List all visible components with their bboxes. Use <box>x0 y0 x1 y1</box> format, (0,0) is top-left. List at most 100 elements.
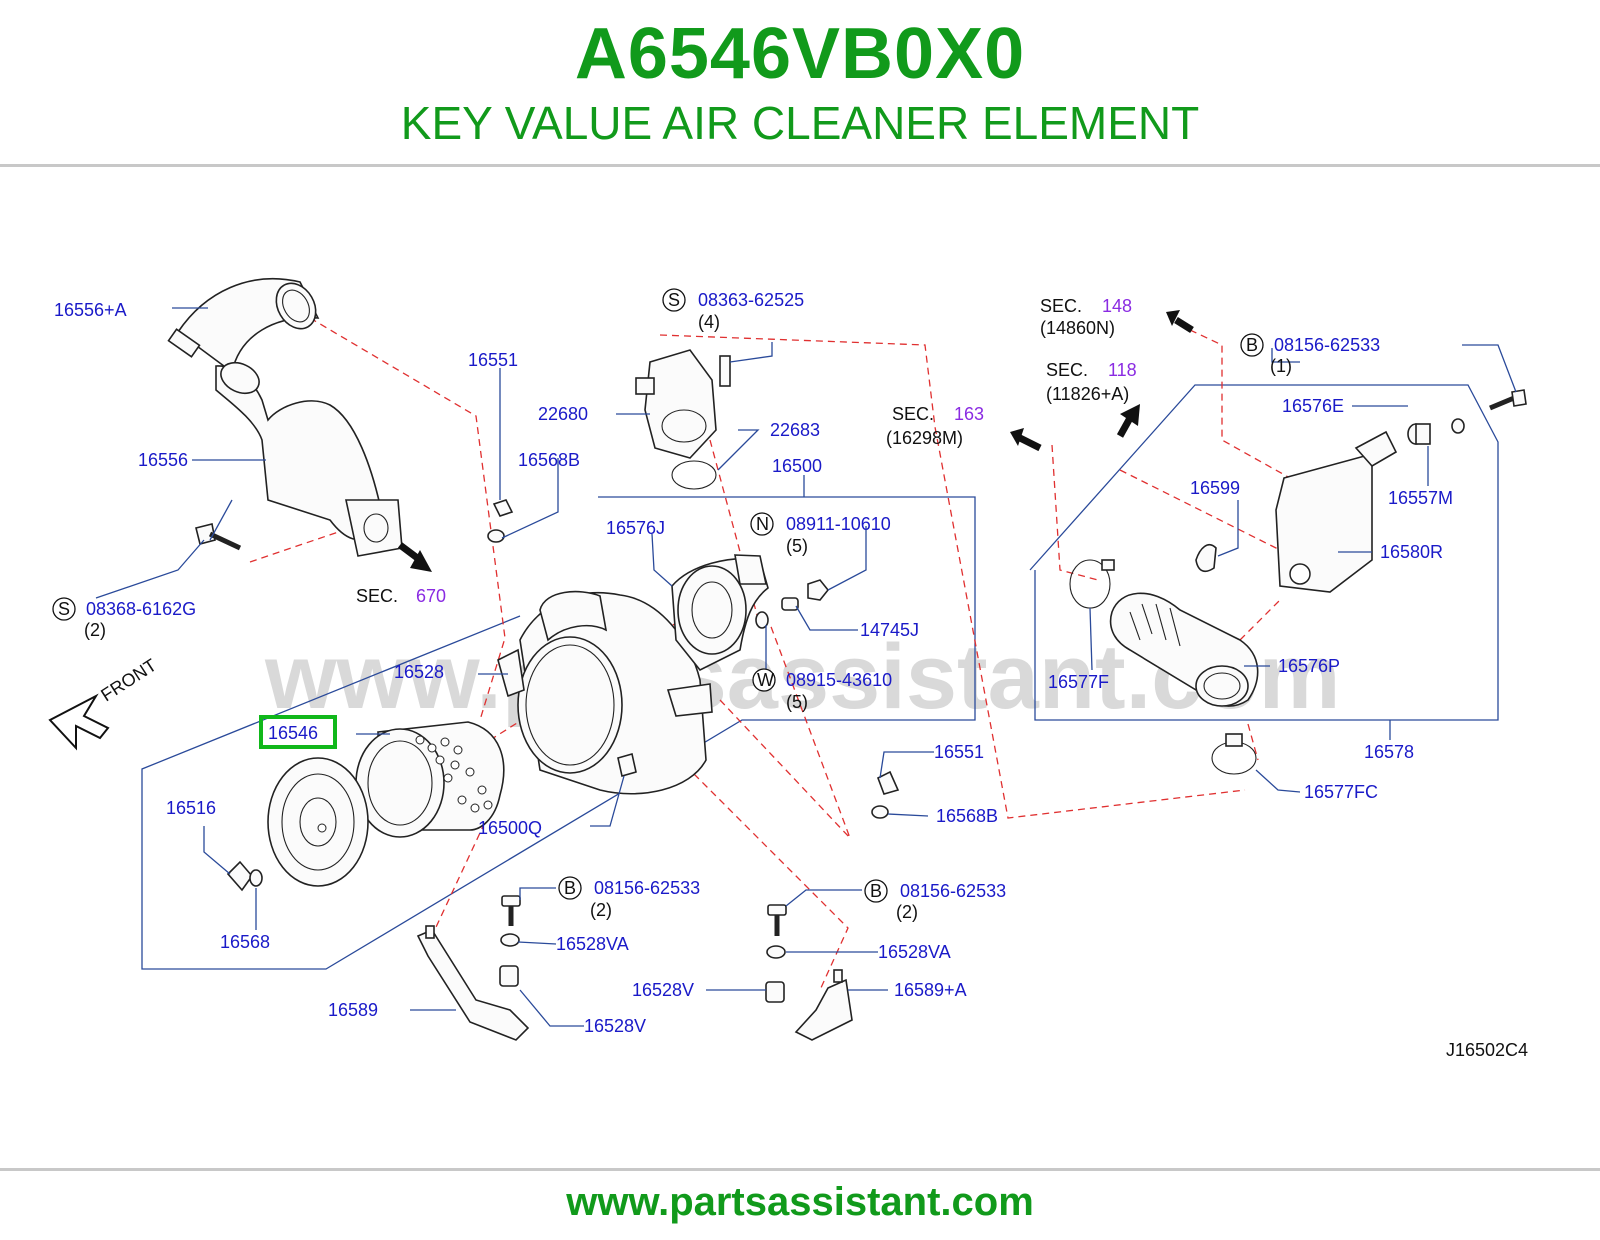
air-cleaner-cover-16516[interactable] <box>267 757 369 887</box>
label-16578[interactable]: 16578 <box>1364 742 1414 762</box>
label-16599[interactable]: 16599 <box>1190 478 1240 498</box>
label-16568[interactable]: 16568 <box>220 932 270 952</box>
fastener-symbol: S <box>668 290 680 310</box>
duct-16576j[interactable] <box>671 554 769 672</box>
fastener-b-08156-tr[interactable]: B 08156-62533 (1) <box>1240 333 1380 376</box>
label-16576p[interactable]: 16576P <box>1278 656 1340 676</box>
washer-16528va-l[interactable] <box>500 933 520 947</box>
fastener-b-08156-bl[interactable]: B 08156-62533 (2) <box>558 876 700 920</box>
header-divider <box>0 164 1600 167</box>
duct-16576p[interactable] <box>1109 592 1259 707</box>
fastener-s-08368[interactable]: S 08368-6162G (2) <box>52 597 196 640</box>
insulator-16528v-r[interactable] <box>765 981 785 1003</box>
fastener-qty: (4) <box>698 312 720 332</box>
label-16577fc[interactable]: 16577FC <box>1304 782 1378 802</box>
label-16551-bot[interactable]: 16551 <box>934 742 984 762</box>
clamp-16577f[interactable] <box>1069 559 1115 609</box>
sec-prefix: SEC. <box>356 586 398 606</box>
fastener-symbol: B <box>870 881 882 901</box>
section-ref-148[interactable]: SEC. 148 (14860N) <box>1040 296 1132 338</box>
label-16589[interactable]: 16589 <box>328 1000 378 1020</box>
label-16551-top[interactable]: 16551 <box>468 350 518 370</box>
label-16500q[interactable]: 16500Q <box>478 818 542 838</box>
fastener-symbol: B <box>1246 335 1258 355</box>
part-name-subtitle: KEY VALUE AIR CLEANER ELEMENT <box>400 97 1200 149</box>
section-ref-163[interactable]: SEC. 163 (16298M) <box>886 404 984 448</box>
section-ref-670[interactable]: SEC. 670 <box>356 586 446 606</box>
label-16500[interactable]: 16500 <box>772 456 822 476</box>
sec-number: 163 <box>954 404 984 424</box>
label-16556a[interactable]: 16556+A <box>54 300 127 320</box>
fastener-s-08363[interactable]: S 08363-62525 (4) <box>662 288 804 332</box>
front-arrow: FRONT <box>48 655 160 751</box>
label-14745j[interactable]: 14745J <box>860 620 919 640</box>
part-labels: 16556+A 16556 16551 16568B 22680 22683 1… <box>54 300 1453 1036</box>
diagram-area <box>0 262 1600 1070</box>
hose-16599[interactable] <box>1195 544 1217 573</box>
air-cleaner-housing-16528[interactable] <box>497 590 713 795</box>
footer-url[interactable]: www.partsassistant.com <box>566 1180 1034 1224</box>
grommet-14745j[interactable] <box>755 597 799 629</box>
label-16576e[interactable]: 16576E <box>1282 396 1344 416</box>
label-16528va-l[interactable]: 16528VA <box>556 934 629 954</box>
fastener-qty: (2) <box>590 900 612 920</box>
bolt-08156-bl[interactable] <box>501 895 521 926</box>
label-16528[interactable]: 16528 <box>394 662 444 682</box>
bolt-08156-br[interactable] <box>767 904 787 936</box>
label-16528va-r[interactable]: 16528VA <box>878 942 951 962</box>
fastener-qty: (2) <box>896 902 918 922</box>
bracket-16589[interactable] <box>416 925 530 1041</box>
bushing-16557m[interactable] <box>1407 418 1465 445</box>
intake-duct-16556[interactable] <box>167 276 403 557</box>
fastener-number: 08911-10610 <box>786 514 891 534</box>
clamp-16577fc[interactable] <box>1211 733 1257 775</box>
fastener-number: 08368-6162G <box>86 599 196 619</box>
label-16576j[interactable]: 16576J <box>606 518 665 538</box>
label-22683[interactable]: 22683 <box>770 420 820 440</box>
fastener-number: 08156-62533 <box>594 878 700 898</box>
arrow-to-sec-163 <box>1010 428 1042 452</box>
gasket-22683[interactable] <box>671 460 717 490</box>
fitting-16500q[interactable] <box>617 752 637 778</box>
label-16577f[interactable]: 16577F <box>1048 672 1109 692</box>
assembly-frame-16578 <box>1029 384 1499 721</box>
label-16580r[interactable]: 16580R <box>1380 542 1443 562</box>
label-16568b-bot[interactable]: 16568B <box>936 806 998 826</box>
label-22680[interactable]: 22680 <box>538 404 588 424</box>
leader-lines <box>95 307 1517 1027</box>
air-filter-element-16546[interactable] <box>355 721 505 838</box>
arrow-to-sec-670 <box>397 542 432 572</box>
fastener-number: 08915-43610 <box>786 670 892 690</box>
label-16556[interactable]: 16556 <box>138 450 188 470</box>
nut-08911-10610[interactable] <box>807 579 830 601</box>
fitting-16551-top[interactable] <box>487 499 514 543</box>
label-16528v-l2[interactable]: 16528V <box>584 1016 646 1036</box>
highlight-box-16546 <box>259 715 337 749</box>
bracket-16589a[interactable] <box>794 969 853 1041</box>
label-16568b-top[interactable]: 16568B <box>518 450 580 470</box>
fastener-b-08156-br[interactable]: B 08156-62533 (2) <box>864 879 1006 922</box>
fastener-w-08915[interactable]: W 08915-43610 (5) <box>752 668 892 712</box>
label-16546[interactable]: 16546 <box>268 723 318 743</box>
fastener-number: 08156-62533 <box>900 881 1006 901</box>
sec-prefix: SEC. <box>1046 360 1088 380</box>
footer-divider <box>0 1168 1600 1171</box>
label-16528v-l1[interactable]: 16528V <box>632 980 694 1000</box>
section-ref-118[interactable]: SEC. 118 (11826+A) <box>1046 360 1137 404</box>
bolt-08156-tr[interactable] <box>1489 389 1527 411</box>
wing-nut-16568[interactable] <box>226 860 263 892</box>
sec-prefix: SEC. <box>892 404 934 424</box>
fitting-16551-bot[interactable] <box>871 770 900 819</box>
sec-prefix: SEC. <box>1040 296 1082 316</box>
duct-adapter-22680[interactable] <box>635 349 731 459</box>
resonator-16580r[interactable] <box>1275 430 1398 593</box>
label-16557m[interactable]: 16557M <box>1388 488 1453 508</box>
washer-16528va-r[interactable] <box>766 945 786 959</box>
fastener-n-08911[interactable]: N 08911-10610 (5) <box>750 512 891 556</box>
label-16589a[interactable]: 16589+A <box>894 980 967 1000</box>
label-16516[interactable]: 16516 <box>166 798 216 818</box>
sec-ref: (14860N) <box>1040 318 1115 338</box>
insulator-16528v-l[interactable] <box>499 965 519 987</box>
arrow-to-sec-148 <box>1166 310 1194 333</box>
